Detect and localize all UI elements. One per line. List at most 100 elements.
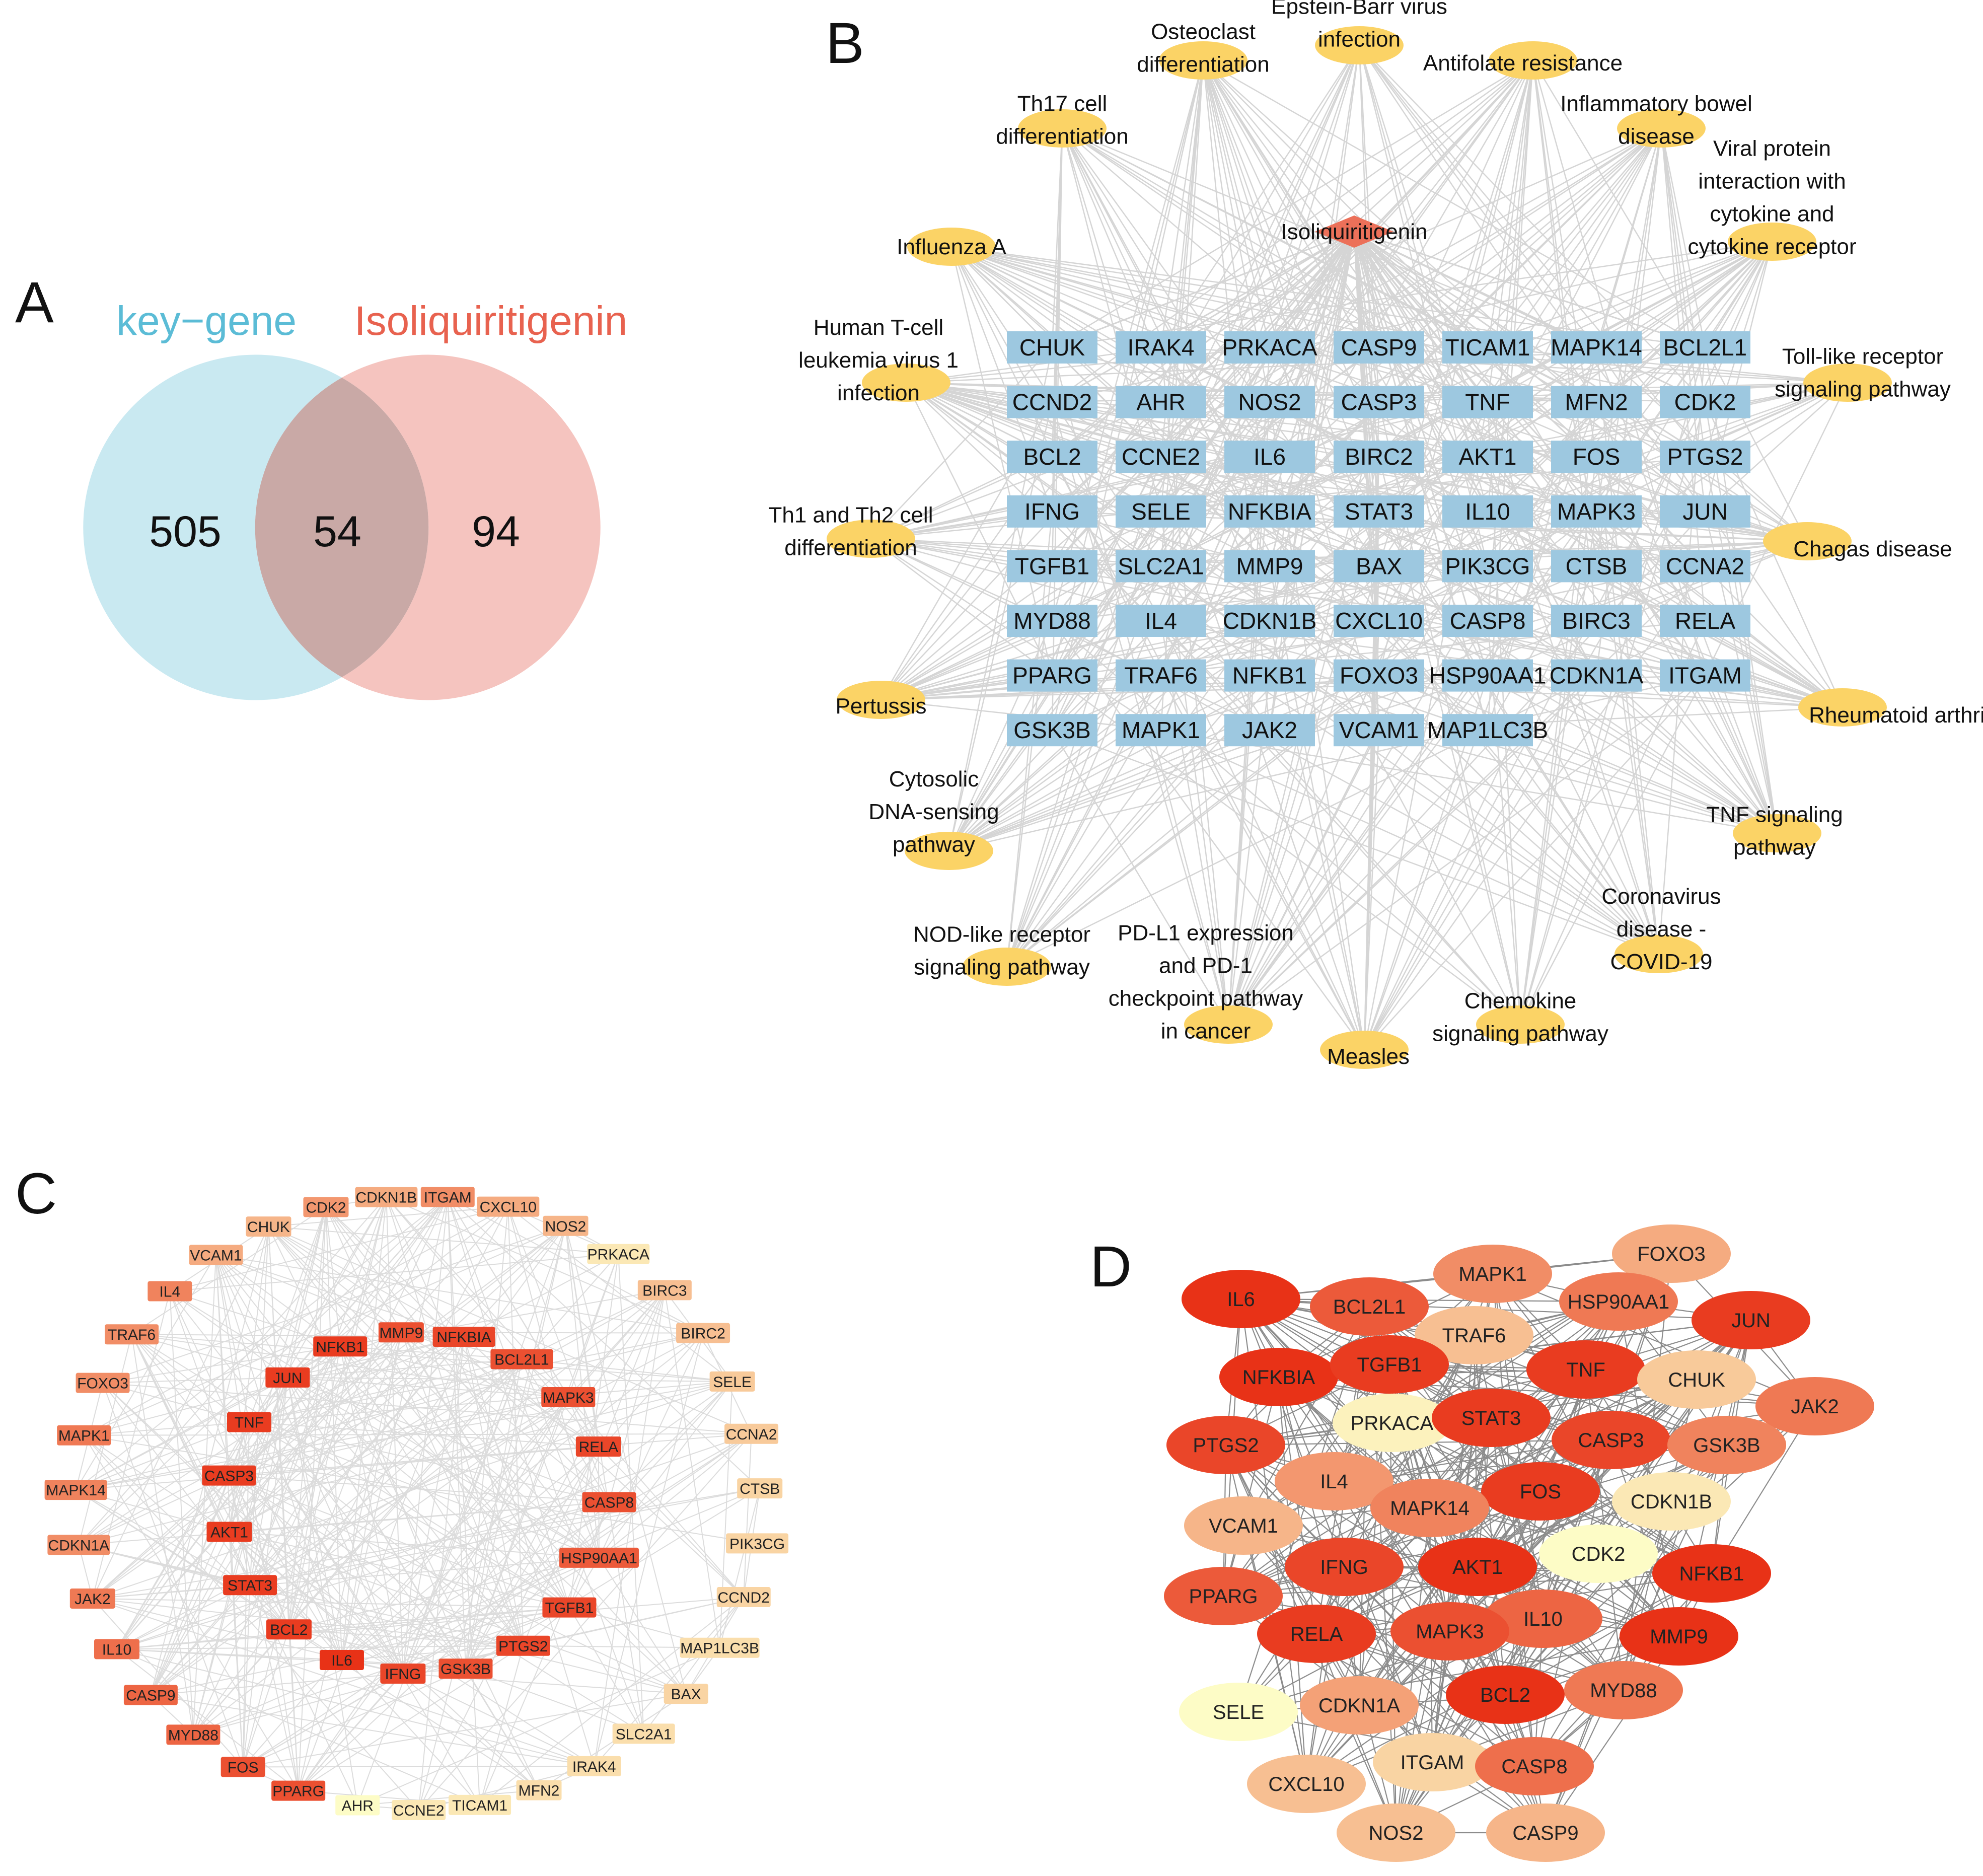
edge-pathway-gene (1704, 241, 1773, 403)
ppi-node-ccne2 (392, 1799, 446, 1820)
ppi-node-tgfb1 (542, 1597, 597, 1618)
edge-pathway-gene (1227, 401, 1597, 1025)
gene-node-ccna2 (1660, 550, 1750, 583)
gene-label-ptgs2: PTGS2 (1667, 444, 1743, 470)
ppi-edge (229, 1377, 288, 1532)
ppi-edge (249, 1336, 465, 1585)
gene-label-map1lc3b: MAP1LC3B (1427, 717, 1548, 743)
ppi-edge (249, 1421, 600, 1558)
gene-node-mapk3 (1551, 495, 1642, 528)
ppi-node-jak2 (69, 1588, 115, 1609)
gene-node-tgfb1 (1007, 550, 1097, 583)
ppi-edge (249, 1346, 341, 1585)
pathway-label-line: interaction with (1698, 169, 1846, 194)
ppi-label-traf6: TRAF6 (108, 1327, 156, 1343)
ppi-edge (116, 1475, 230, 1649)
ppi-label-ctsb: CTSB (740, 1481, 780, 1497)
core-node-akt1 (1418, 1538, 1537, 1596)
edge-pathway-gene (1269, 620, 1365, 1050)
gene-node-ahr (1116, 386, 1206, 418)
edge-pathway-gene (1160, 620, 1365, 1050)
ppi-edge (341, 1332, 402, 1661)
edge-pathway-gene (1160, 127, 1662, 348)
pathway-label-line: infection (837, 381, 920, 405)
ppi-edge (268, 1226, 600, 1558)
pathway-label-line: differentiation (1137, 52, 1269, 77)
ppi-edge (268, 1226, 752, 1434)
core-label-il4: IL4 (1320, 1471, 1348, 1493)
gene-label-bcl2: BCL2 (1023, 444, 1081, 470)
edge-pathway-gene (1705, 382, 1848, 512)
edge-pathway-gene (948, 675, 1379, 852)
edge-pathway-gene (1006, 456, 1162, 967)
ppi-label-birc3: BIRC3 (642, 1282, 687, 1299)
ppi-node-birc3 (637, 1280, 692, 1301)
pathway-label-line: leukemia virus 1 (798, 348, 959, 373)
edge-pathway-gene (906, 382, 1488, 567)
ppi-edge (401, 1332, 599, 1447)
ppi-edge (522, 1358, 732, 1382)
ppi-node-ccnd2 (716, 1587, 771, 1608)
ppi-node-il10 (94, 1639, 140, 1659)
venn-overlap-count: 54 (313, 508, 361, 556)
edge-pathway-gene (950, 246, 1271, 731)
core-label-akt1: AKT1 (1452, 1556, 1503, 1578)
ppi-label-casp9: CASP9 (126, 1688, 175, 1704)
core-label-vcam1: VCAM1 (1209, 1515, 1278, 1537)
ppi-label-ahr: AHR (342, 1797, 374, 1814)
ppi-edge (463, 1336, 524, 1646)
ppi-edge (75, 1196, 448, 1490)
core-node-hsp90aa1 (1559, 1272, 1678, 1331)
gene-node-rela (1660, 605, 1750, 637)
edge-pathway-gene (1487, 382, 1848, 458)
core-node-foxo3 (1612, 1224, 1731, 1283)
core-label-cdk2: CDK2 (1572, 1543, 1626, 1565)
core-node-jak2 (1755, 1377, 1874, 1435)
ppi-label-casp8: CASP8 (584, 1494, 634, 1511)
ppi-node-pparg (271, 1780, 326, 1801)
pathway-node-influenza-a (907, 228, 996, 266)
network-c-nodes: ITGAMCXCL10NOS2PRKACABIRC3BIRC2SELECCNA2… (44, 1187, 789, 1820)
edge-pathway-gene (1363, 565, 1706, 1050)
pathway-label-line: Chemokine (1464, 989, 1577, 1014)
ppi-node-vcam1 (189, 1245, 243, 1265)
ppi-edge (116, 1648, 342, 1661)
gene-node-il6 (1224, 441, 1315, 473)
panel-label-a: A (15, 270, 54, 335)
ppi-edge (521, 1358, 610, 1502)
ppi-label-birc2: BIRC2 (681, 1326, 725, 1342)
ppi-edge (249, 1381, 732, 1423)
core-label-il10: IL10 (1523, 1608, 1563, 1630)
pathway-node-tnf-signaling-pathway (1733, 814, 1821, 852)
gene-node-itgam (1660, 659, 1750, 692)
gene-label-myd88: MYD88 (1013, 608, 1090, 634)
ppi-edge (193, 1557, 600, 1736)
edge-pathway-gene (1052, 60, 1533, 567)
ppi-edge (249, 1226, 269, 1585)
edge-pathway-gene (1160, 729, 1778, 834)
gene-node-nos2 (1224, 386, 1315, 418)
pathway-label-line: pathway (1733, 835, 1816, 860)
gene-label-mapk3: MAPK3 (1557, 498, 1636, 525)
ppi-label-tgfb1: TGFB1 (545, 1600, 594, 1617)
ppi-edge (76, 1489, 540, 1791)
edge-pathway-gene (1160, 620, 1521, 1025)
ppi-edge (131, 1334, 466, 1669)
edge-pathway-gene (870, 538, 1053, 676)
ppi-edge (215, 1254, 524, 1646)
gene-node-tnf (1442, 386, 1533, 418)
gene-label-cdk2: CDK2 (1674, 389, 1736, 415)
gene-node-pik3cg (1442, 550, 1533, 583)
ppi-edge (229, 1475, 570, 1608)
ppi-edge (463, 1225, 566, 1337)
core-edge (1344, 1566, 1535, 1767)
edge-pathway-gene (950, 246, 1053, 676)
ppi-node-casp8 (582, 1492, 636, 1512)
core-edge (1242, 1525, 1307, 1784)
ppi-edge (298, 1673, 404, 1791)
core-node-mapk14 (1370, 1479, 1489, 1537)
